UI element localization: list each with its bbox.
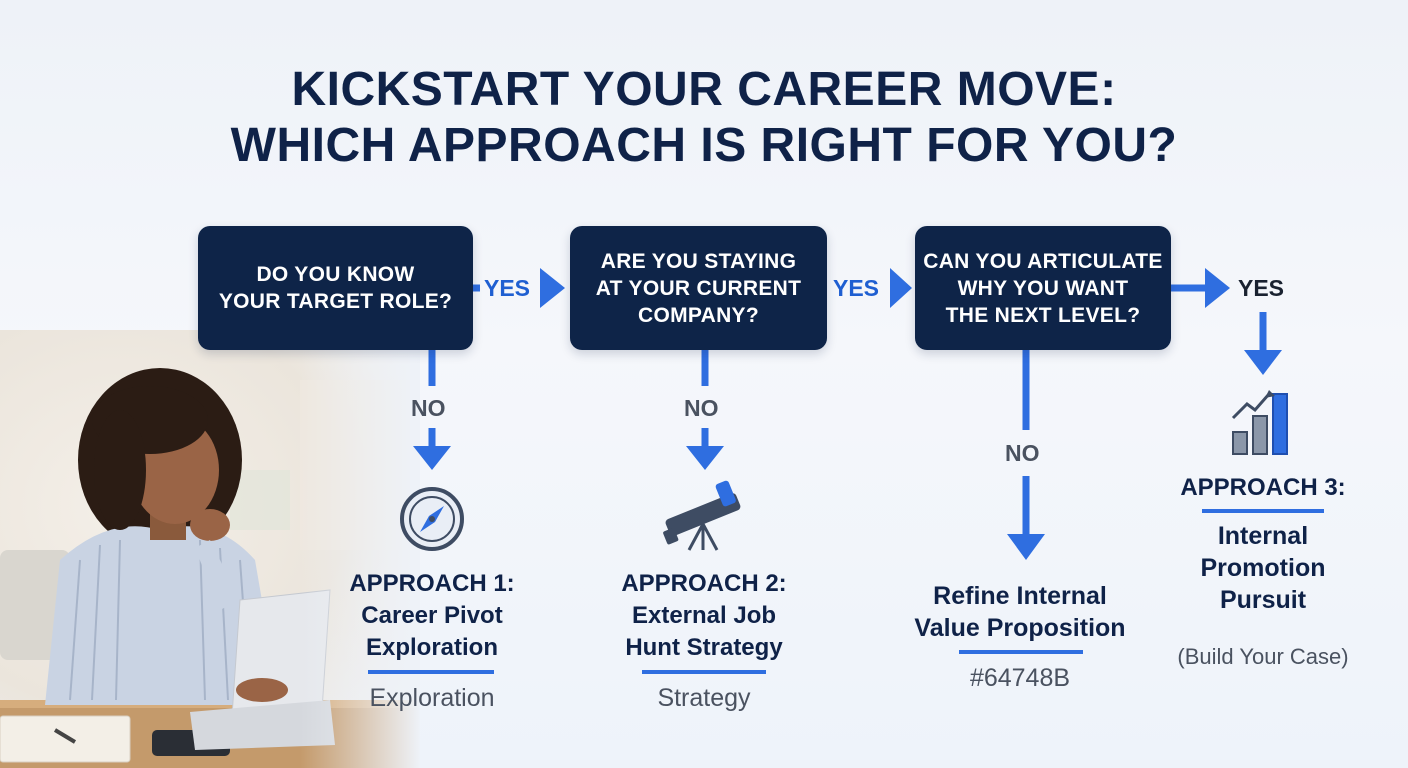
- arrowhead-to-approach3: [1244, 350, 1282, 375]
- yes-label-2: YES: [833, 275, 880, 301]
- refine-value-underline: [959, 650, 1083, 654]
- arrowhead-to-approach2: [686, 446, 724, 470]
- approach-3-subtitle: (Build Your Case): [1177, 644, 1349, 669]
- approach-3-underline: [1202, 509, 1324, 513]
- title-line-2: WHICH APPROACH IS RIGHT FOR YOU?: [230, 119, 1178, 172]
- approach-2-underline: [642, 670, 766, 674]
- approach-3-label: APPROACH 3:: [1180, 474, 1346, 501]
- approach-2-subtitle: Strategy: [657, 684, 751, 712]
- refine-value-subtitle: #64748B: [969, 664, 1071, 692]
- approach-3-name-line-1: Internal: [1217, 522, 1309, 550]
- yes-label-1: YES: [484, 275, 531, 301]
- question-box-target-role: DO YOU KNOW YOUR TARGET ROLE?: [198, 226, 473, 350]
- refine-value-title: Refine Internal Value Proposition: [890, 580, 1150, 644]
- question-3-line-3: THE NEXT LEVEL?: [945, 303, 1141, 327]
- approach-3-name: Internal Promotion Pursuit: [1150, 520, 1376, 616]
- approach-3-name-line-2: Promotion: [1200, 554, 1326, 582]
- question-1-line-2: YOUR TARGET ROLE?: [218, 290, 453, 313]
- question-2-line-3: COMPANY?: [637, 303, 759, 327]
- approach-2-name-line-2: Hunt Strategy: [625, 634, 783, 661]
- page-title: KICKSTART YOUR CAREER MOVE: WHICH APPROA…: [0, 62, 1408, 174]
- approach-3-name-line-3: Pursuit: [1219, 586, 1307, 614]
- refine-value-line-1: Refine Internal: [933, 582, 1107, 610]
- no-label-3: NO: [1005, 440, 1040, 466]
- approach-1-name-line-2: Exploration: [365, 634, 498, 661]
- approach-2-title: APPROACH 2: External Job Hunt Strategy: [584, 568, 824, 664]
- approach-2-label: APPROACH 2:: [621, 570, 787, 597]
- approach-1-underline: [368, 670, 494, 674]
- approach-1-subtitle: Exploration: [369, 684, 495, 712]
- no-label-1: NO: [411, 395, 446, 421]
- approach-2-name-line-1: External Job: [631, 602, 777, 629]
- yes-label-3: YES: [1238, 275, 1285, 301]
- question-3-line-2: WHY YOU WANT: [957, 276, 1129, 300]
- telescope-icon: [663, 480, 741, 551]
- question-1-line-1: DO YOU KNOW: [256, 263, 415, 286]
- arrowhead-to-yes3: [1205, 268, 1230, 308]
- question-2-line-2: AT YOUR CURRENT: [595, 276, 802, 300]
- arrowhead-to-approach1: [413, 446, 451, 470]
- question-2-line-1: ARE YOU STAYING: [600, 249, 797, 273]
- no-label-2: NO: [684, 395, 719, 421]
- question-box-staying: ARE YOU STAYING AT YOUR CURRENT COMPANY?: [570, 226, 827, 350]
- arrowhead-to-q2: [540, 268, 565, 308]
- question-box-articulate: CAN YOU ARTICULATE WHY YOU WANT THE NEXT…: [915, 226, 1171, 350]
- refine-value-line-2: Value Proposition: [914, 614, 1126, 642]
- compass-icon: [400, 487, 464, 551]
- arrowhead-to-q3: [890, 268, 912, 308]
- approach-1-title: APPROACH 1: Career Pivot Exploration: [312, 568, 552, 664]
- approach-1-label: APPROACH 1:: [349, 570, 515, 597]
- question-3-line-1: CAN YOU ARTICULATE: [923, 249, 1163, 273]
- arrowhead-to-refine: [1007, 534, 1045, 560]
- approach-1-name-line-1: Career Pivot: [361, 602, 503, 629]
- growth-chart-icon: [1231, 390, 1288, 455]
- title-line-1: KICKSTART YOUR CAREER MOVE:: [291, 63, 1117, 116]
